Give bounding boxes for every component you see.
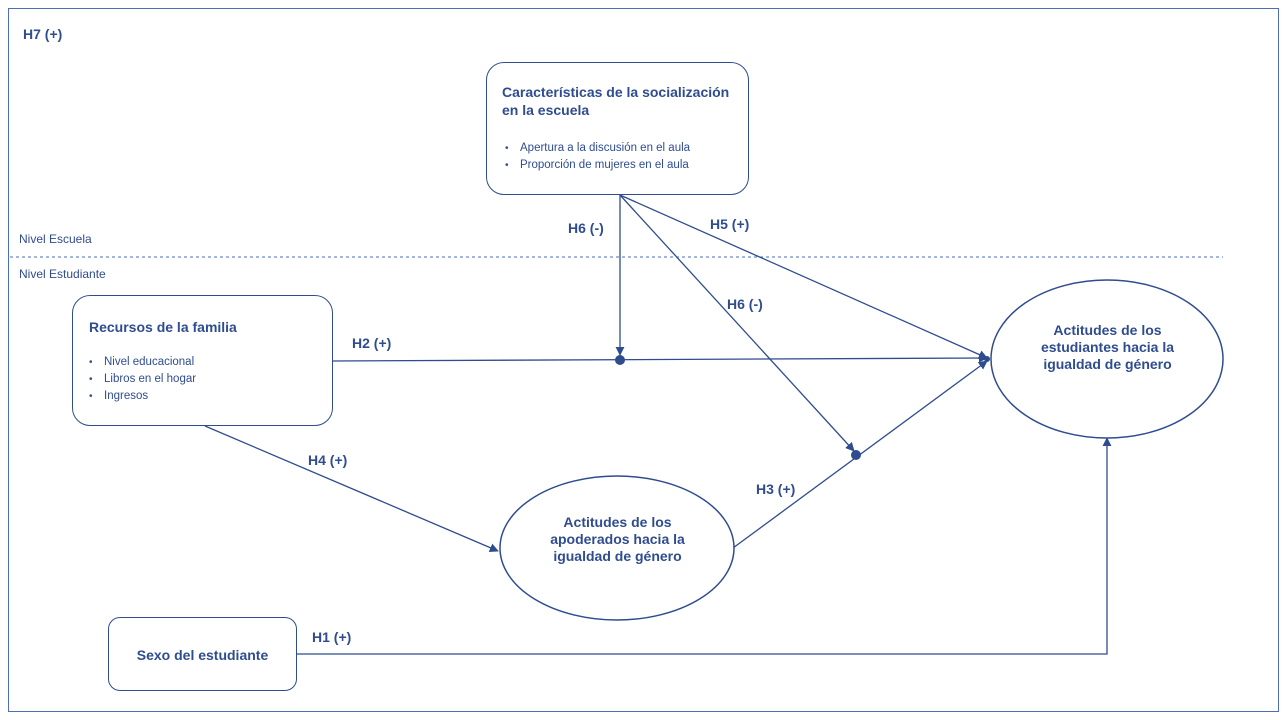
h5-label: H5 (+) [710,216,750,232]
level-student-label: Nivel Estudiante [19,267,106,281]
family-box-title: Recursos de la familia [89,319,237,335]
h3-label: H3 (+) [756,481,796,497]
level-school-label: Nivel Escuela [19,232,92,246]
school-socialization-box: Características de la socialización en l… [486,62,749,195]
family-box-list: Nivel educacional Libros en el hogar Ing… [89,354,196,405]
school-box-list: Apertura a la discusión en el aula Propo… [505,140,690,174]
h7-label: H7 (+) [23,26,63,42]
h4-label: H4 (+) [308,452,348,468]
sex-box-title: Sexo del estudiante [136,647,269,663]
diagram-frame [8,8,1279,712]
h5-arrow [619,194,988,359]
students-ellipse-shape [990,279,1224,439]
school-box-title: Características de la socialización en l… [502,84,730,118]
list-item: Ingresos [89,388,196,405]
h1-arrow [297,437,1112,655]
h2-arrow [332,353,988,363]
h6-label-diagonal: H6 (-) [727,296,763,312]
list-item: Nivel educacional [89,354,196,371]
arrowhead-dot-students [984,356,990,362]
moderation-dot-h2 [615,355,625,365]
students-attitudes-text: Actitudes de los estudiantes hacia la ig… [1040,322,1175,372]
family-resources-box: Recursos de la familia Nivel educacional… [72,295,333,426]
h1-label: H1 (+) [312,629,352,645]
parents-attitudes-text: Actitudes de los apoderados hacia la igu… [550,514,685,564]
list-item: Proporción de mujeres en el aula [505,157,690,174]
list-item: Libros en el hogar [89,371,196,388]
student-sex-box: Sexo del estudiante [108,617,297,691]
moderation-dot-h3 [851,450,861,460]
h6-label-vertical: H6 (-) [568,220,604,236]
parents-ellipse-shape [499,475,735,621]
h2-label: H2 (+) [352,335,392,351]
list-item: Apertura a la discusión en el aula [505,140,690,157]
h4-arrow [204,425,499,552]
h6-diagonal-arrow [619,194,855,452]
